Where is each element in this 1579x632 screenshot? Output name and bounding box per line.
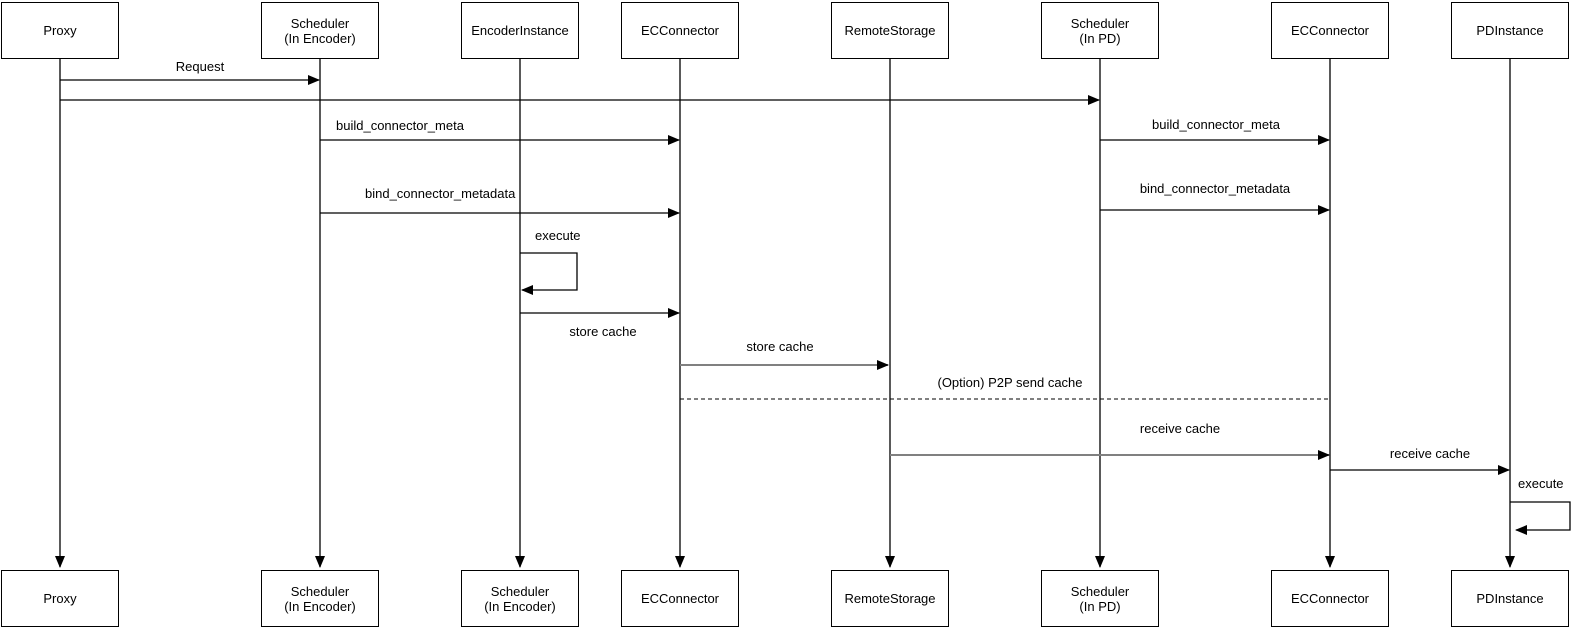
actor-box-pd-instance-top: PDInstance (1451, 2, 1569, 59)
actor-box-remote-storage-bottom: RemoteStorage (831, 570, 949, 627)
actor-box-ec-connector-top: ECConnector (621, 2, 739, 59)
message-label-store-cache-to-connector: store cache (569, 324, 637, 339)
actor-box-scheduler-pd-bottom: Scheduler (In PD) (1041, 570, 1159, 627)
actor-box-ec-connector-bottom: ECConnector (621, 570, 739, 627)
actor-box-remote-storage-top: RemoteStorage (831, 2, 949, 59)
message-label-bind-connector-metadata-encoder: bind_connector_metadata (365, 186, 516, 201)
message-label-bind-connector-metadata-pd: bind_connector_metadata (1139, 181, 1291, 196)
self-loop-execute-encoder (520, 252, 578, 295)
actor-box-ec-connector-2-top: ECConnector (1271, 2, 1389, 59)
message-label-receive-cache-from-storage: receive cache (1139, 421, 1221, 436)
message-label-store-cache-to-storage: store cache (746, 339, 814, 354)
actor-box-ec-connector-2-bottom: ECConnector (1271, 570, 1389, 627)
message-label-request: Request (175, 59, 225, 74)
message-label-build-connector-meta-pd: build_connector_meta (1152, 117, 1280, 132)
message-label-execute-encoder: execute (535, 228, 581, 243)
actor-box-proxy-bottom: Proxy (1, 570, 119, 627)
actor-box-pd-instance-bottom: PDInstance (1451, 570, 1569, 627)
message-label-p2p-send-cache: (Option) P2P send cache (937, 375, 1083, 390)
actor-box-scheduler-pd-top: Scheduler (In PD) (1041, 2, 1159, 59)
message-label-receive-cache-to-instance: receive cache (1389, 446, 1471, 461)
actor-box-scheduler-encoder-bottom: Scheduler (In Encoder) (261, 570, 379, 627)
actor-box-encoder-instance-top: EncoderInstance (461, 2, 579, 59)
self-loop-execute-pd (1510, 501, 1571, 535)
message-label-execute-pd: execute (1518, 476, 1564, 491)
actor-box-scheduler-encoder-top: Scheduler (In Encoder) (261, 2, 379, 59)
message-label-build-connector-meta-encoder: build_connector_meta (336, 118, 464, 133)
actor-box-proxy-top: Proxy (1, 2, 119, 59)
actor-box-scheduler-encoder-2-bottom: Scheduler (In Encoder) (461, 570, 579, 627)
